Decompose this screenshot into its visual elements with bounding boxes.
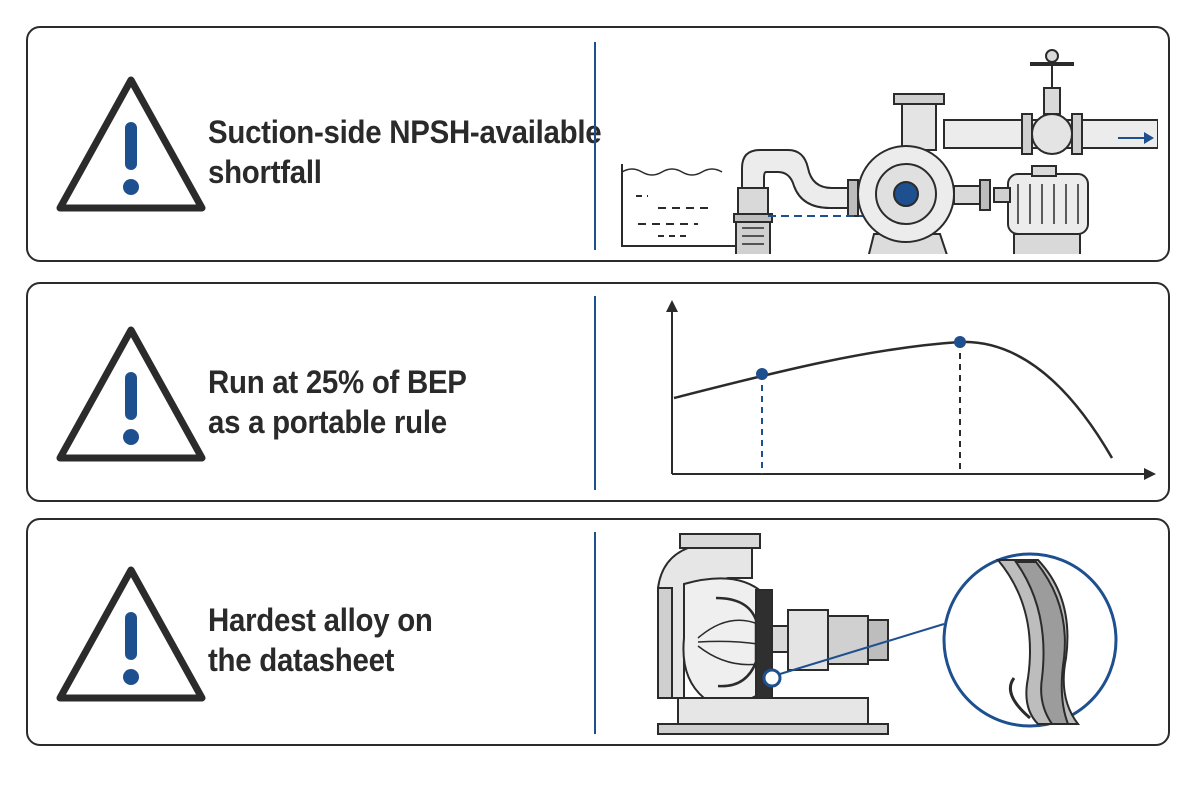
divider [594,532,596,734]
callout-line [779,623,945,675]
x-axis-arrow [1144,468,1156,480]
pump-casing [857,93,955,254]
pump-curve [673,340,1114,459]
bep-point [954,336,966,348]
card-label-line-2: as a portable rule [208,404,447,440]
warning-icon [56,76,206,212]
card-label-line-1: Run at 25% of BEP [208,364,467,400]
card-label-line-2: shortfall [208,154,322,190]
wear-detail-section [995,559,1081,725]
card-npsh-shortfall: Suction-side NPSH-available shortfall [26,26,1170,262]
pump-cross-section [657,533,889,735]
discharge-pipe [943,49,1158,155]
card-label-line-1: Hardest alloy on [208,602,433,638]
warning-icon [56,566,206,702]
card-label: Hardest alloy on the datasheet [208,600,548,680]
wear-spot-marker [762,668,782,688]
divider [594,296,596,490]
pump-curve-chart [666,300,1156,480]
suction-pipe [733,149,859,254]
motor [953,165,1089,254]
flow-arrow-head [1144,132,1154,144]
divider [594,42,596,250]
pump-cross-section-with-wear-detail [657,533,1118,735]
pump-suction-system-diagram [621,49,1158,254]
card-bep-rule: Run at 25% of BEP as a portable rule [26,282,1170,502]
card-label: Suction-side NPSH-available shortfall [208,112,602,192]
warning-icon [56,326,206,462]
card-label-line-1: Suction-side NPSH-available [208,114,602,150]
card-hardest-alloy: Hardest alloy on the datasheet [26,518,1170,746]
card-label: Run at 25% of BEP as a portable rule [208,362,548,442]
y-axis-arrow [666,300,678,312]
card-label-line-2: the datasheet [208,642,395,678]
low-flow-point [756,368,768,380]
